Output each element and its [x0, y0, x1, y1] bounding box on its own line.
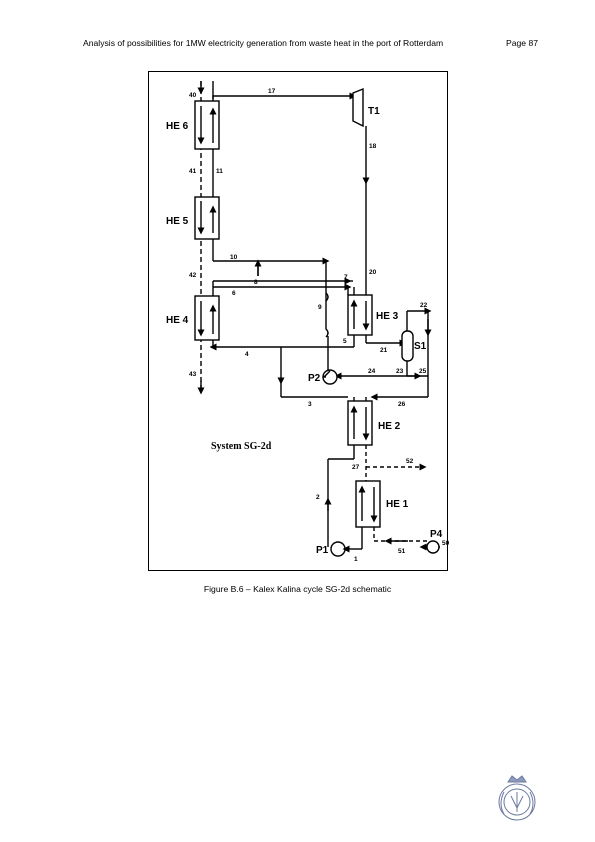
label-he6: HE 6 — [166, 121, 189, 132]
stream-24: 24 — [368, 368, 376, 375]
stream-10: 10 — [230, 254, 238, 261]
label-he2: HE 2 — [378, 421, 401, 432]
stream-9: 9 — [318, 304, 322, 311]
system-label: System SG-2d — [211, 441, 272, 452]
he4-box — [194, 295, 220, 341]
stream-20: 20 — [369, 269, 377, 276]
stream-51: 51 — [398, 548, 406, 555]
stream-25: 25 — [419, 368, 427, 375]
page-header: Analysis of possibilities for 1MW electr… — [0, 38, 595, 52]
stream-5: 5 — [343, 338, 347, 345]
label-he3: HE 3 — [376, 311, 399, 322]
pump-p4 — [426, 540, 440, 554]
stream-40: 40 — [189, 92, 197, 99]
label-t1: T1 — [368, 106, 380, 117]
separator-s1 — [401, 330, 414, 362]
stream-52: 52 — [406, 458, 414, 465]
stream-18: 18 — [369, 143, 377, 150]
stream-27: 27 — [352, 464, 360, 471]
kalina-cycle-schematic: HE 6 HE 5 HE 4 HE 3 HE 2 HE 1 T1 S1 P1 P… — [166, 81, 450, 563]
he1-box — [355, 480, 381, 528]
he2-box — [347, 400, 373, 446]
stream-6: 6 — [232, 290, 236, 297]
he3-box — [347, 294, 373, 336]
label-s1: S1 — [414, 341, 427, 352]
stream-8: 8 — [254, 279, 258, 286]
stream-3: 3 — [308, 401, 312, 408]
figure-caption: Figure B.6 – Kalex Kalina cycle SG-2d sc… — [203, 584, 392, 594]
stream-4: 4 — [245, 351, 249, 358]
label-p1: P1 — [316, 545, 329, 556]
university-seal-icon — [498, 775, 536, 821]
stream-22: 22 — [420, 302, 428, 309]
label-p2: P2 — [308, 373, 321, 384]
stream-2: 2 — [316, 494, 320, 501]
stream-50: 50 — [442, 540, 450, 547]
label-he4: HE 4 — [166, 315, 189, 326]
he6-box — [194, 100, 220, 150]
stream-21: 21 — [380, 347, 388, 354]
stream-43: 43 — [189, 371, 197, 378]
pump-p1 — [330, 541, 346, 557]
stream-17: 17 — [268, 88, 276, 95]
stream-1: 1 — [354, 556, 358, 563]
header-title: Analysis of possibilities for 1MW electr… — [83, 38, 444, 48]
page-number: Page 87 — [506, 38, 539, 48]
label-he1: HE 1 — [386, 499, 409, 510]
stream-42: 42 — [189, 272, 197, 279]
figure-frame — [148, 71, 448, 571]
stream-7: 7 — [344, 274, 348, 281]
turbine-t1 — [352, 87, 364, 128]
he5-box — [194, 196, 220, 240]
label-he5: HE 5 — [166, 216, 189, 227]
label-p4: P4 — [430, 529, 443, 540]
stream-11: 11 — [216, 168, 223, 175]
stream-23: 23 — [396, 368, 404, 375]
stream-26: 26 — [398, 401, 406, 408]
stream-41: 41 — [189, 168, 197, 175]
